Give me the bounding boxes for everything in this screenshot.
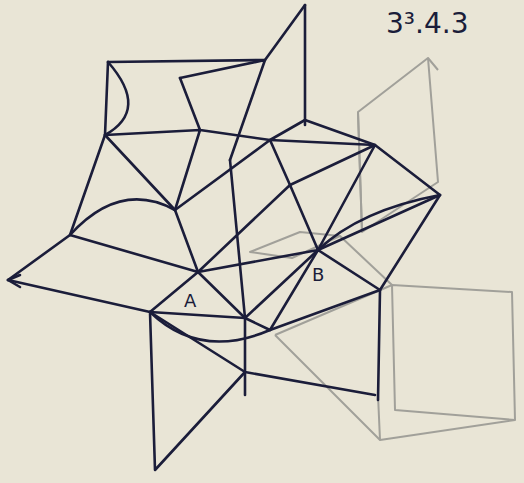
- pencil-prisms: [250, 58, 515, 440]
- vertex-label: B: [312, 266, 324, 284]
- tiling-lines: [8, 5, 440, 470]
- vertex-label: A: [184, 292, 196, 310]
- tiling-notation: 3³.4.3: [386, 10, 468, 38]
